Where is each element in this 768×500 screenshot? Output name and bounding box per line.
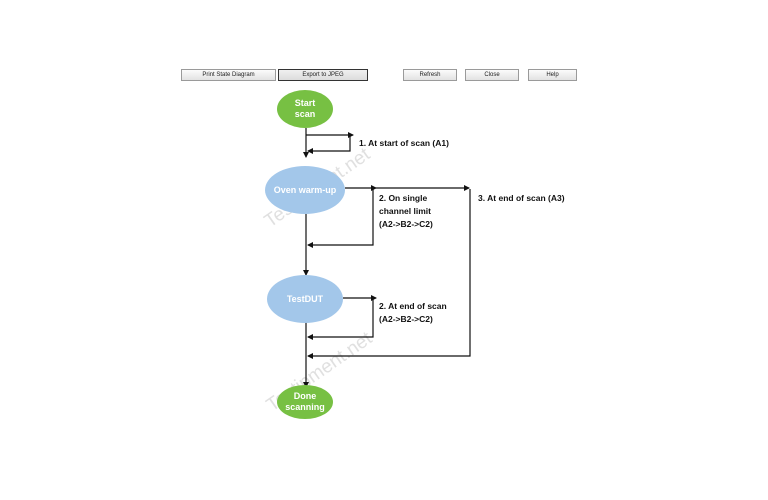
close-button[interactable]: Close [465,69,519,81]
label-on-single-channel-limit-line3: (A2->B2->C2) [379,219,433,229]
label-at-end-of-scan-test-line2: (A2->B2->C2) [379,314,433,324]
node-testdut-label: TestDUT [287,294,324,304]
node-done-scanning[interactable]: Done scanning [277,385,333,419]
node-done-scanning-line1: Done [294,391,317,401]
arrow-testdut-return [307,299,374,340]
export-to-jpeg-button[interactable]: Export to JPEG [278,69,368,81]
arrow-a1-return [307,136,351,154]
label-at-end-of-scan-test-line1: 2. At end of scan [379,301,447,311]
label-at-start-of-scan: 1. At start of scan (A1) [359,138,449,148]
label-at-end-of-scan-a3: 3. At end of scan (A3) [478,193,565,203]
refresh-button[interactable]: Refresh [403,69,457,81]
node-start-scan-line2: scan [295,109,316,119]
node-testdut[interactable]: TestDUT [267,275,343,323]
arrow-a2-return [307,189,374,248]
node-start-scan[interactable]: Start scan [277,90,333,128]
label-on-single-channel-limit-line1: 2. On single [379,193,427,203]
node-done-scanning-line2: scanning [285,402,325,412]
print-state-diagram-button[interactable]: Print State Diagram [181,69,276,81]
arrow-a3-return [307,189,471,359]
node-start-scan-line1: Start [295,98,316,108]
node-oven-warm-up[interactable]: Oven warm-up [265,166,345,214]
label-on-single-channel-limit-line2: channel limit [379,206,431,216]
help-button[interactable]: Help [528,69,577,81]
node-oven-warm-up-label: Oven warm-up [274,185,337,195]
